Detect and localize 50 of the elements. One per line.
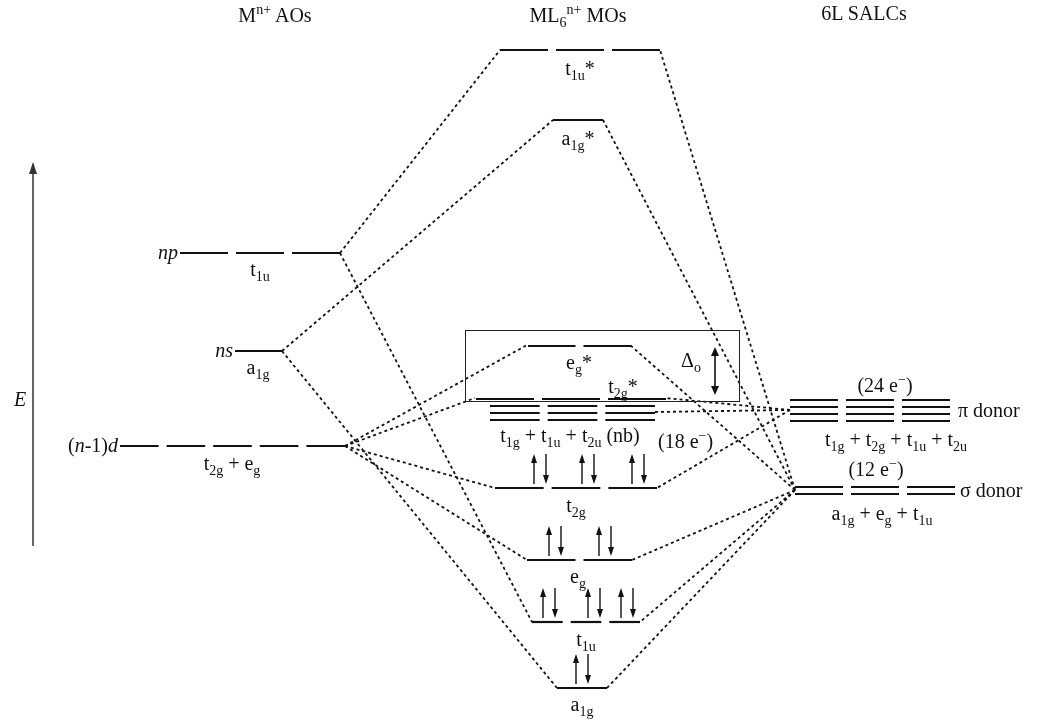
- energy-level: [490, 404, 655, 451]
- donor-type-label: π donor: [958, 399, 1020, 421]
- orbital-name: (n-1)d: [68, 434, 118, 456]
- donor-type-label: σ donor: [960, 479, 1023, 501]
- symmetry-label: t$_{1u}$: [250, 258, 270, 285]
- symmetry-label: a$_{1g}$: [570, 693, 594, 720]
- correlation-line: [281, 350, 558, 689]
- symmetry-label: t$_{2g}$ + e$_{g}$: [203, 452, 261, 479]
- correlation-line: [631, 489, 796, 561]
- energy-level: [790, 398, 1020, 455]
- symmetry-label: t$_{1g}$ + t$_{2g}$ + t$_{1u}$ + t$_{2u}$: [824, 428, 968, 455]
- correlation-line: [606, 489, 796, 689]
- correlation-line: [656, 409, 791, 489]
- column-heading: ML$_{6}$$^{n+}$ MOs: [529, 2, 627, 31]
- symmetry-label: t$_{2g}$: [566, 494, 586, 521]
- column-heading: M$^{n+}$ AOs: [238, 2, 312, 26]
- orbital-name: np: [158, 241, 178, 263]
- correlation-line: [344, 445, 496, 489]
- correlation-line: [602, 119, 796, 491]
- electron-count: (12 e$^{−}$): [848, 456, 904, 480]
- symmetry-label: t$_{1u}$: [576, 628, 596, 655]
- symmetry-label: a$_{1g}$*: [561, 127, 595, 154]
- correlation-line: [281, 119, 554, 352]
- energy-level: [68, 434, 345, 479]
- orbital-name: ns: [215, 339, 233, 361]
- energy-level: [553, 118, 603, 154]
- electron-count: (24 e$^{−}$): [857, 372, 913, 396]
- axis-label: E: [14, 388, 27, 410]
- symmetry-label: e$_{g}$: [570, 565, 586, 592]
- correlation-line: [639, 489, 796, 623]
- correlation-line: [344, 397, 476, 447]
- correlation-line: [344, 445, 528, 561]
- symmetry-label: t$_{1u}$*: [565, 57, 595, 84]
- highlight-box: [465, 330, 740, 402]
- correlation-line: [654, 409, 791, 413]
- energy-level: [557, 654, 607, 720]
- splitting-label: Δ$_{o}$: [681, 349, 701, 376]
- symmetry-label: a$_{1g}$: [246, 356, 270, 383]
- correlation-line: [339, 49, 501, 254]
- symmetry-label: t$_{1g}$ + t$_{1u}$ + t$_{2u}$ (nb): [500, 424, 640, 451]
- energy-level: [495, 454, 657, 521]
- column-heading: 6L SALCs: [821, 2, 907, 24]
- electron-count: (18 e$^{−}$): [658, 428, 714, 452]
- energy-level: [529, 345, 632, 379]
- correlation-line: [629, 344, 796, 491]
- energy-level: [527, 526, 632, 592]
- correlation-line: [339, 252, 533, 623]
- symmetry-label: a$_{1g}$ + e$_{g}$ + t$_{1u}$: [831, 502, 933, 529]
- energy-level: [477, 376, 667, 403]
- symmetry-label: e$_{g}$*: [566, 351, 592, 378]
